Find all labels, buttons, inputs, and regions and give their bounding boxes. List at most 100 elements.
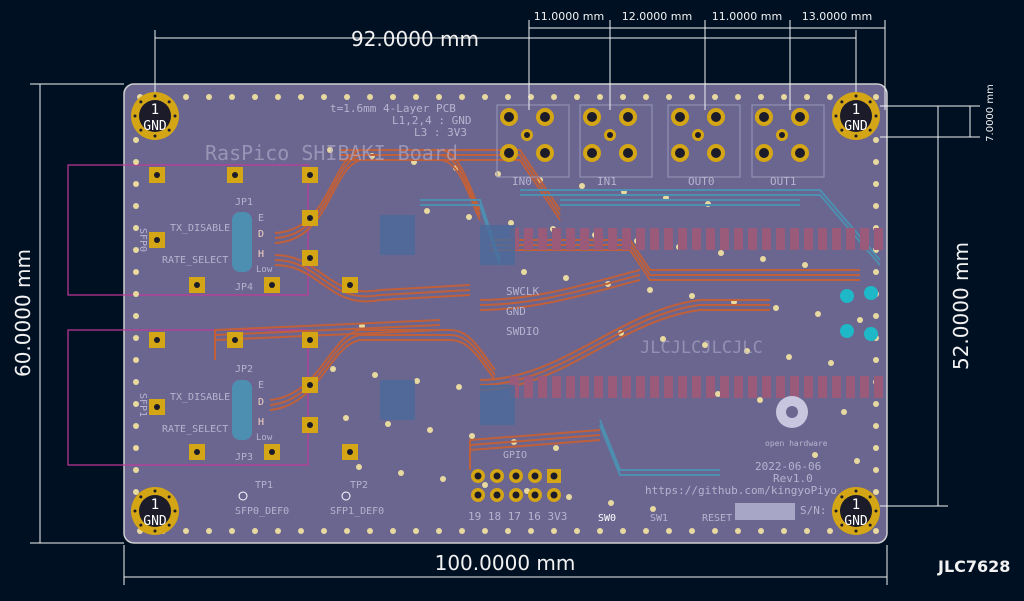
hole-stitch [153, 489, 157, 493]
via [413, 528, 419, 534]
via [786, 354, 792, 360]
sma-connector-in0 [496, 104, 570, 178]
led-pad [864, 327, 878, 341]
via [183, 94, 189, 100]
via [344, 94, 350, 100]
sma-pad-drill [759, 112, 769, 122]
via [873, 401, 879, 407]
smd-pad [692, 376, 701, 398]
via [330, 366, 336, 372]
via [579, 183, 585, 189]
via [133, 269, 139, 275]
oshw-gear-hole [786, 406, 798, 418]
led-pad [840, 324, 854, 338]
via [643, 528, 649, 534]
via [812, 452, 818, 458]
via [827, 528, 833, 534]
sma-pad-drill [795, 148, 805, 158]
hole-stitch [854, 94, 858, 98]
smd-pad [566, 376, 575, 398]
via [647, 287, 653, 293]
gpio-pin-labels: 19 18 17 16 3V3 [468, 510, 567, 523]
gpio-pin-drill [531, 472, 539, 480]
smd-pad [860, 228, 869, 250]
stackup-line-1: t=1.6mm 4-Layer PCB [330, 102, 456, 115]
dim-sma-1: 12.0000 mm [622, 10, 692, 23]
via [758, 94, 764, 100]
via [781, 94, 787, 100]
smd-pad [580, 228, 589, 250]
via [857, 317, 863, 323]
sfp0-jp-bot: JP4 [235, 282, 253, 293]
via [436, 528, 442, 534]
front-trace [214, 329, 441, 360]
via [702, 342, 708, 348]
via [744, 348, 750, 354]
hole-net-label: GND [844, 514, 868, 529]
sma-connector-in1 [579, 104, 653, 178]
sfp0-e: E [258, 213, 264, 224]
hole-drill [139, 495, 171, 527]
testpoint [341, 491, 351, 501]
sfp-pad-drill [347, 449, 353, 455]
sma-label-out0: OUT0 [688, 175, 715, 188]
sma-pad-drill [587, 112, 597, 122]
dim-top-width: 92.0000 mm [351, 27, 479, 51]
smd-pad [650, 228, 659, 250]
smd-pad [734, 228, 743, 250]
smd-pad [636, 376, 645, 398]
order-code: JLC7628 [937, 557, 1010, 576]
sfp-pad-drill [307, 172, 313, 178]
sfp-pad-drill [307, 255, 313, 261]
sfp1-jp-top: JP2 [235, 364, 253, 375]
smd-pad [748, 228, 757, 250]
sma-label-in1: IN1 [597, 175, 617, 188]
smd-pad [692, 228, 701, 250]
hole-stitch [840, 523, 844, 527]
sfp0-rate-label: RATE_SELECT [162, 255, 228, 266]
sma-center-drill [695, 132, 701, 138]
hole-drill [840, 495, 872, 527]
swd-label-gnd: GND [506, 305, 526, 318]
sfp-pad-drill [154, 404, 160, 410]
via [385, 421, 391, 427]
sfp-pad-drill [347, 282, 353, 288]
via [229, 528, 235, 534]
via [367, 94, 373, 100]
sfp-pad-drill [307, 337, 313, 343]
via [459, 94, 465, 100]
smd-pad [538, 228, 547, 250]
solder-jumper [232, 380, 252, 440]
smd-pad [818, 228, 827, 250]
swd-label-swclk: SWCLK [506, 285, 539, 298]
hole-net-label: GND [143, 119, 167, 134]
via [133, 181, 139, 187]
smd-pad [636, 228, 645, 250]
hole-stitch [854, 134, 858, 138]
via [343, 415, 349, 421]
smd-pad [874, 376, 883, 398]
watermark: JLCJLCJLCJLC [640, 338, 763, 358]
jumper-pad [232, 380, 252, 440]
via [469, 433, 475, 439]
via [735, 528, 741, 534]
hole-net-label: GND [844, 119, 868, 134]
sfp-pad-drill [307, 422, 313, 428]
tp2-label: SFP1_DEF0 [330, 506, 384, 517]
sma-label-out1: OUT1 [770, 175, 797, 188]
smd-pad [524, 376, 533, 398]
sfp1-jp-bot: JP3 [235, 452, 253, 463]
via [873, 269, 879, 275]
smd-pad [860, 376, 869, 398]
via [133, 379, 139, 385]
via [620, 94, 626, 100]
sma-outline [496, 104, 570, 178]
sma-pad-drill [711, 148, 721, 158]
smd-pad [678, 228, 687, 250]
via [566, 494, 572, 500]
sfp1-silk: SFP1 TX_DISABLE RATE_SELECT JP2 JP3 E D … [137, 364, 273, 463]
